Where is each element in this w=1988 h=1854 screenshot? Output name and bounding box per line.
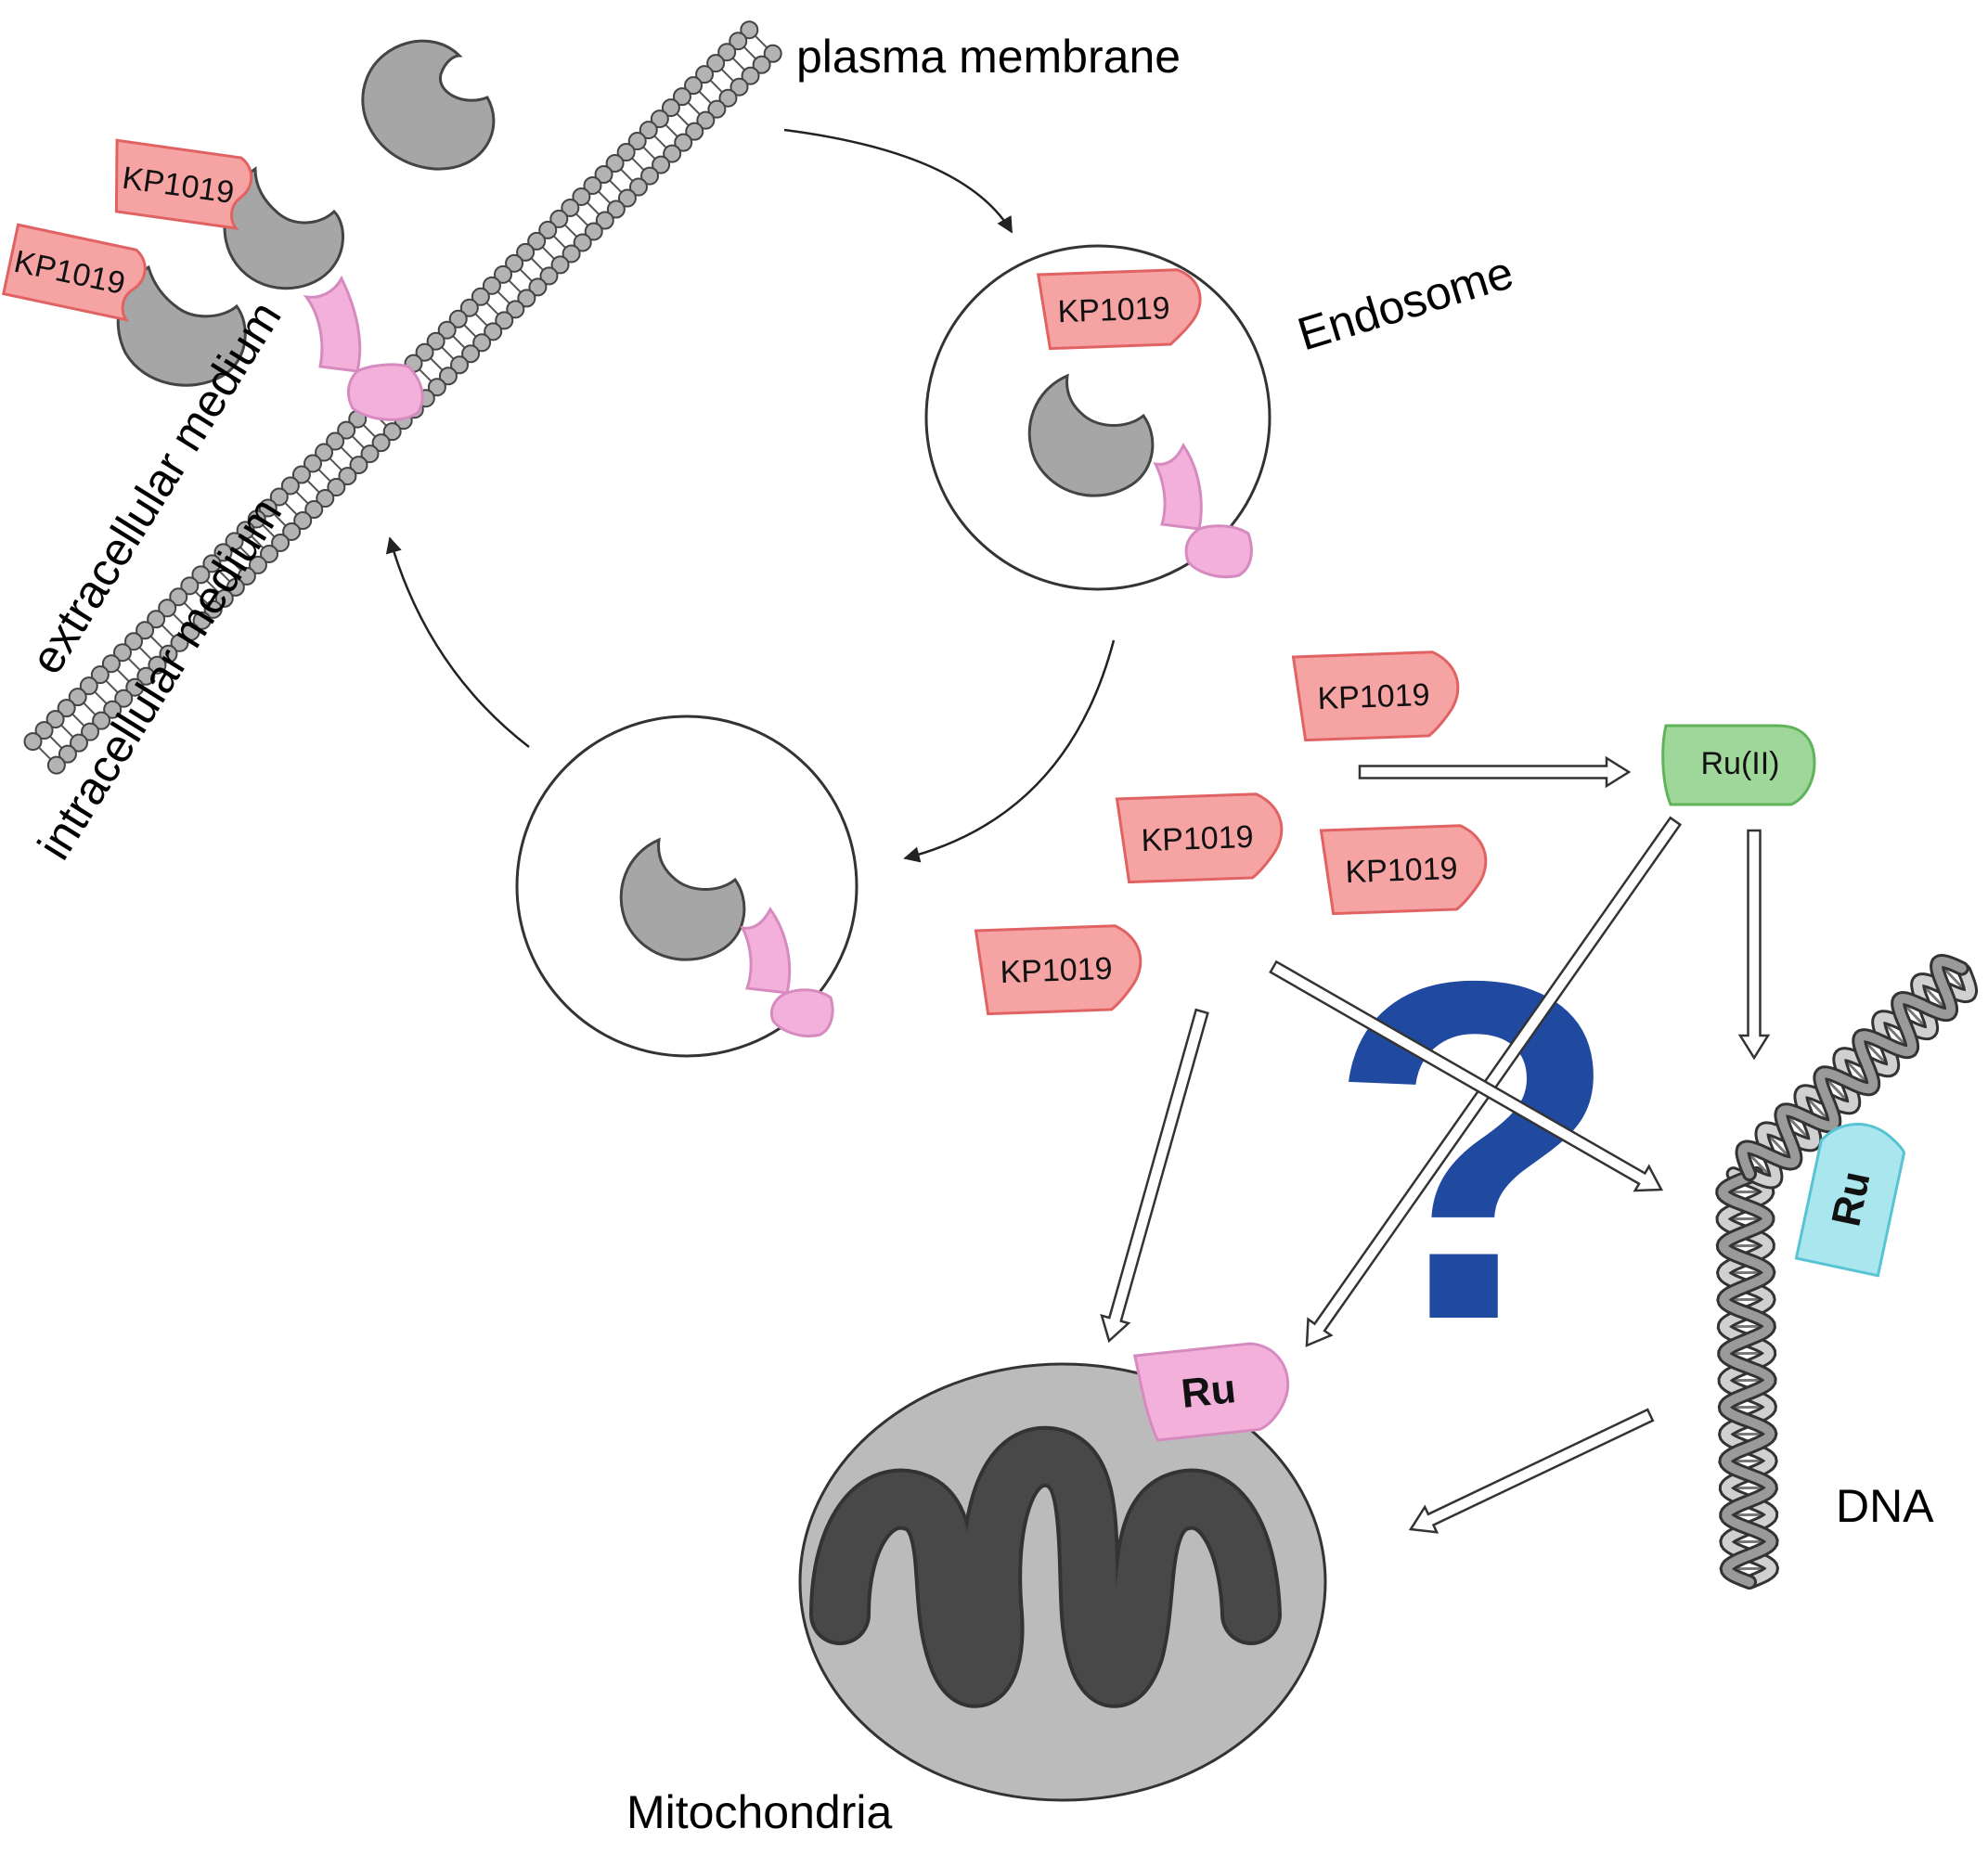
ru2-label: Ru(II): [1701, 746, 1780, 781]
drug-label-cytosol-1: KP1019: [1317, 677, 1430, 716]
drug-chip-cytosol-4: KP1019: [975, 925, 1142, 1014]
arrow-dna-to-mito: [1411, 1410, 1653, 1532]
recycling-vesicle: [517, 716, 857, 1056]
arrow-kp1019-to-mito: [1102, 1010, 1207, 1341]
ru2-chip: Ru(II): [1663, 726, 1814, 805]
free-protein: [363, 41, 494, 169]
drug-chip-endosome: KP1019: [1039, 269, 1202, 349]
drug-chip-cytosol-2: KP1019: [1117, 793, 1283, 882]
drug-chip-ext-upper: KP1019: [107, 140, 253, 229]
ru-mito-chip: Ru: [1135, 1340, 1293, 1441]
arrow-kp1019-to-ru2: [1360, 758, 1629, 786]
arrow-vesicle-to-membrane: [390, 538, 529, 747]
drug-label-cytosol-2: KP1019: [1141, 819, 1254, 858]
endosome-label: Endosome: [1292, 246, 1519, 360]
lipid-head: [48, 757, 65, 774]
arrow-endosome-to-vesicle: [905, 640, 1114, 858]
plasma-membrane-label: plasma membrane: [796, 31, 1181, 83]
drug-chip-cytosol-1: KP1019: [1293, 651, 1459, 740]
intracellular-label: intracellular medium: [28, 489, 292, 869]
arrow-membrane-to-endosome: [784, 130, 1012, 232]
lipid-head: [24, 733, 41, 750]
drug-label-endosome: KP1019: [1057, 290, 1170, 329]
dna-label: DNA: [1836, 1480, 1934, 1532]
receptor-membrane: [306, 278, 422, 419]
ru-mito-label: Ru: [1179, 1366, 1237, 1417]
arrow-ru2-to-dna: [1740, 830, 1768, 1058]
drug-label-cytosol-4: KP1019: [1000, 951, 1113, 990]
endosome: KP1019: [926, 246, 1270, 589]
mitochondria-label: Mitochondria: [626, 1786, 892, 1838]
